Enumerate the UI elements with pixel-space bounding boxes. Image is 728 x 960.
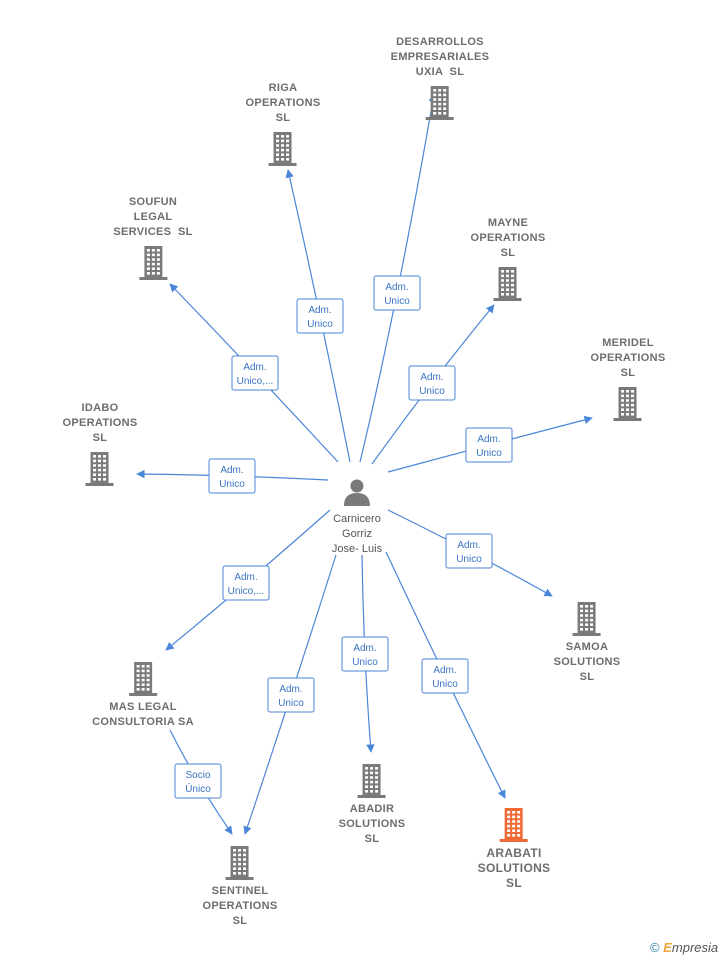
edge-label[interactable]: Adm.Unico [296, 298, 344, 334]
person-name: Carnicero Gorriz Jose- Luis [331, 513, 383, 555]
edge-label-box [231, 355, 279, 391]
company-name: RIGA OPERATIONS SL [245, 82, 321, 124]
edge-label-text: Adm.Unico [432, 665, 458, 690]
edge-label-text: Adm.Unico,... [228, 572, 265, 597]
edge-label-box [408, 365, 456, 401]
building-icon [573, 602, 601, 636]
company-name: DESARROLLOS EMPRESARIALES UXIA SL [390, 36, 490, 78]
company-node-abadir[interactable]: ABADIR SOLUTIONS SL [339, 762, 406, 847]
building-icon [499, 808, 528, 842]
edge-label-text: Adm.Unico [219, 465, 245, 490]
edge-label-text: Adm.Unico,... [237, 362, 274, 387]
building-icon [425, 86, 454, 120]
company-node-desarrollos[interactable]: DESARROLLOS EMPRESARIALES UXIA SL [391, 35, 490, 120]
person-icon [343, 479, 370, 506]
brand-footer: © Empresia [650, 940, 718, 955]
building-icon [225, 846, 254, 880]
company-node-idabo[interactable]: IDABO OPERATIONS SL [63, 401, 138, 486]
company-node-sentinel[interactable]: SENTINEL OPERATIONS SL [203, 844, 278, 929]
person-node-center[interactable]: Carnicero Gorriz Jose- Luis [332, 477, 382, 557]
building-icon [493, 267, 522, 301]
company-node-arabati[interactable]: ARABATI SOLUTIONS SL [478, 806, 551, 891]
edge-label-box [421, 658, 469, 694]
building-icon [85, 452, 114, 486]
company-node-riga[interactable]: RIGA OPERATIONS SL [246, 81, 321, 166]
company-node-meridel[interactable]: MERIDEL OPERATIONS SL [591, 336, 666, 421]
edge-label[interactable]: Adm.Unico [465, 427, 513, 463]
edge-label-box [296, 298, 344, 334]
building-icon [268, 132, 297, 166]
edge-label-box [373, 275, 421, 311]
edge-label-box [267, 677, 315, 713]
edge-label-box [174, 763, 222, 799]
company-name: SAMOA SOLUTIONS SL [553, 641, 621, 683]
edge-label-text: Adm.Unico [278, 684, 304, 709]
company-node-maslegal[interactable]: MAS LEGAL CONSULTORIA SA [92, 660, 194, 730]
edge-label[interactable]: Adm.Unico [267, 677, 315, 713]
company-name: IDABO OPERATIONS SL [62, 402, 138, 444]
brand-initial: E [663, 940, 672, 955]
edge-label-text: Adm.Unico [352, 643, 378, 668]
company-node-mayne[interactable]: MAYNE OPERATIONS SL [471, 216, 546, 301]
edge-label-box [341, 636, 389, 672]
edge-label-text: Adm.Unico [384, 282, 410, 307]
edge-label-text: Adm.Unico [476, 434, 502, 459]
company-name: MERIDEL OPERATIONS SL [590, 337, 666, 379]
edge-label-box [445, 533, 493, 569]
edge-labels-layer: Adm.UnicoAdm.UnicoAdm.Unico,...Adm.Unico… [174, 275, 513, 799]
edge-label-box [222, 565, 270, 601]
edge-label[interactable]: Adm.Unico [341, 636, 389, 672]
edge-label[interactable]: Adm.Unico,... [222, 565, 270, 601]
edges-layer [136, 93, 593, 835]
company-name: SOUFUN LEGAL SERVICES SL [113, 196, 193, 238]
building-icon [613, 387, 642, 421]
company-name: ARABATI SOLUTIONS SL [477, 846, 551, 890]
edge-label[interactable]: Adm.Unico [208, 458, 256, 494]
edge-label[interactable]: Adm.Unico,... [231, 355, 279, 391]
edge-label-text: Adm.Unico [456, 540, 482, 565]
edge-label[interactable]: Adm.Unico [445, 533, 493, 569]
building-icon [129, 662, 157, 696]
building-icon [358, 764, 386, 798]
copyright-symbol: © [650, 940, 660, 955]
company-name: ABADIR SOLUTIONS SL [338, 803, 406, 845]
edge-label-box [208, 458, 256, 494]
company-node-soufun[interactable]: SOUFUN LEGAL SERVICES SL [113, 195, 192, 280]
edge-label[interactable]: Adm.Unico [421, 658, 469, 694]
company-name: MAS LEGAL CONSULTORIA SA [92, 701, 194, 728]
company-node-samoa[interactable]: SAMOA SOLUTIONS SL [554, 600, 621, 685]
edge-label[interactable]: Adm.Unico [408, 365, 456, 401]
company-name: SENTINEL OPERATIONS SL [202, 885, 278, 927]
edge-label[interactable]: Adm.Unico [373, 275, 421, 311]
edge-label-text: Adm.Unico [307, 305, 333, 330]
edge-label-box [465, 427, 513, 463]
edge-label-text: Adm.Unico [419, 372, 445, 397]
building-icon [138, 246, 167, 280]
company-name: MAYNE OPERATIONS SL [470, 217, 546, 259]
brand-name: mpresia [671, 940, 719, 955]
